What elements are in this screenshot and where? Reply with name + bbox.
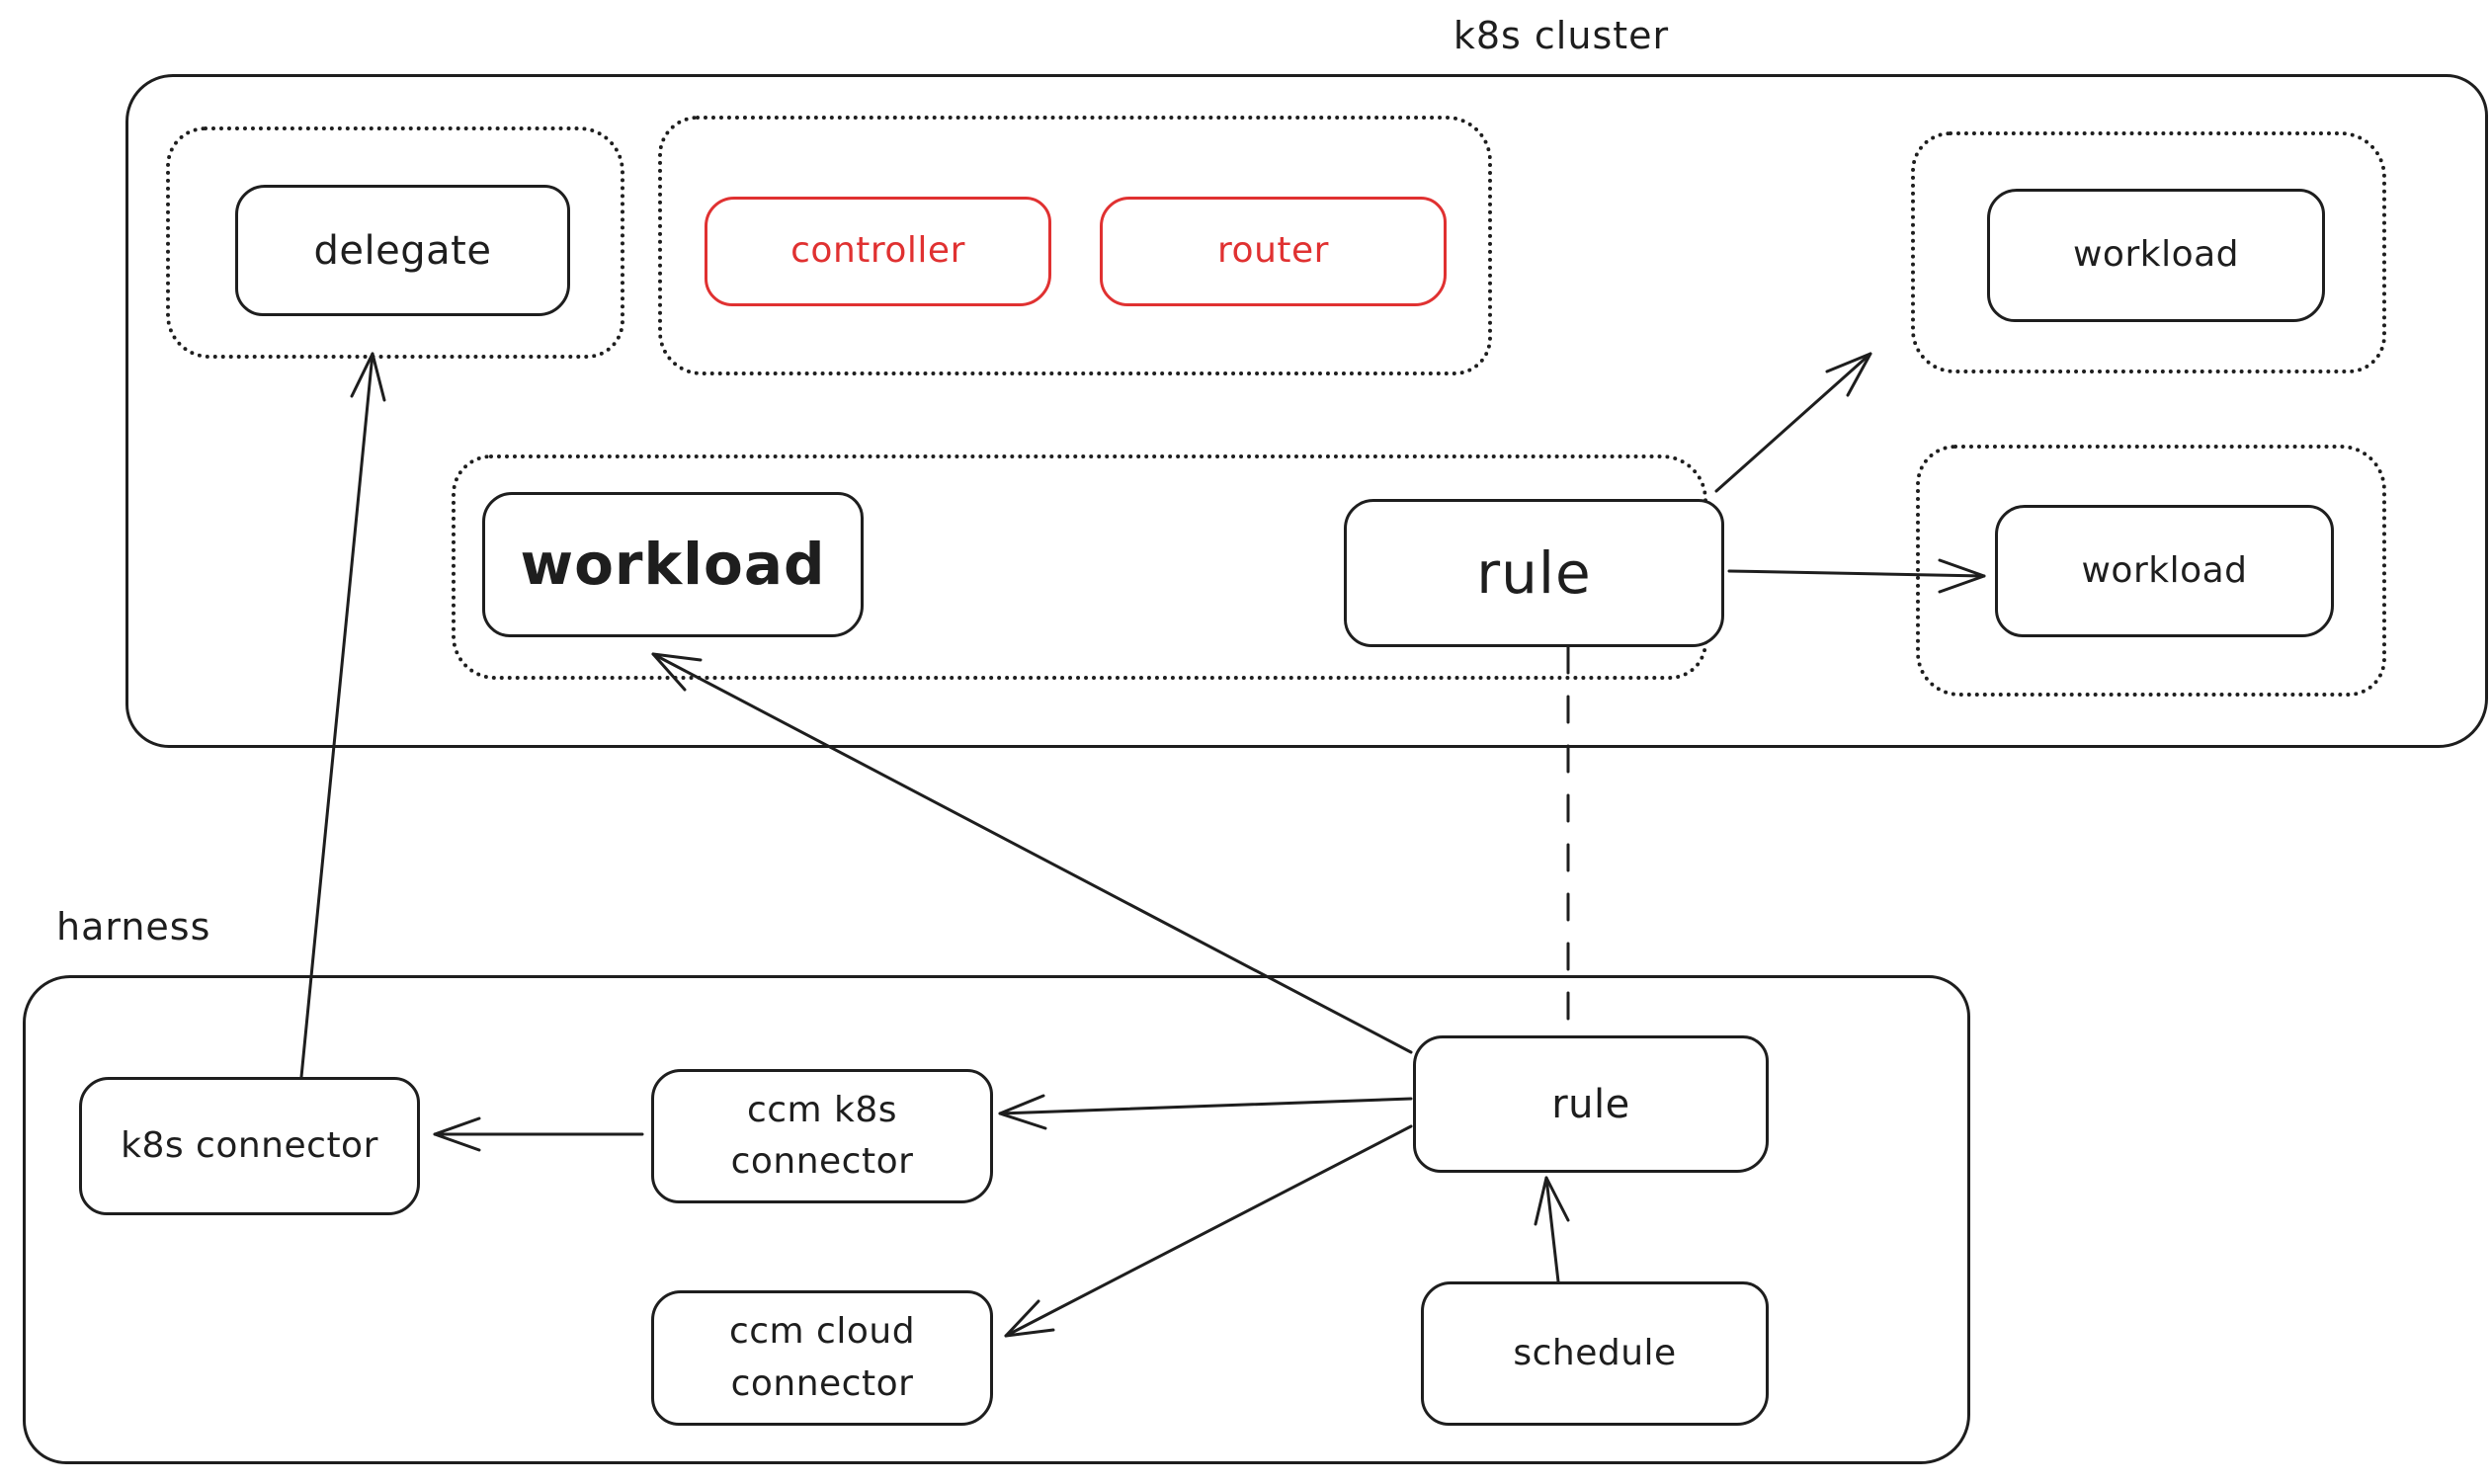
node-workload-top-right-label: workload <box>2072 234 2240 276</box>
node-workload-main: workload <box>482 492 864 637</box>
delegate-group <box>166 126 624 359</box>
node-k8s-connector-label: k8s connector <box>121 1124 378 1166</box>
harness-title: harness <box>56 905 211 948</box>
node-k8s-connector: k8s connector <box>79 1077 420 1215</box>
node-workload-right: workload <box>1995 505 2334 637</box>
node-rule-harness: rule <box>1413 1035 1769 1173</box>
node-schedule-label: schedule <box>1513 1332 1677 1373</box>
node-delegate: delegate <box>235 185 570 316</box>
node-ccm-cloud-connector: ccm cloud connector <box>651 1290 993 1426</box>
node-rule-main: rule <box>1344 499 1724 647</box>
node-rule-harness-label: rule <box>1551 1081 1630 1127</box>
workload-top-right-group <box>1911 131 2386 373</box>
node-workload-right-label: workload <box>2081 549 2248 591</box>
node-workload-main-label: workload <box>520 531 826 599</box>
node-controller: controller <box>705 197 1051 306</box>
node-schedule: schedule <box>1421 1281 1769 1426</box>
node-ccm-cloud-connector-label: ccm cloud connector <box>728 1311 916 1404</box>
node-rule-main-label: rule <box>1476 538 1592 607</box>
k8s-cluster-title: k8s cluster <box>1453 14 1670 57</box>
node-router: router <box>1100 197 1447 306</box>
node-delegate-label: delegate <box>313 227 492 274</box>
node-controller-label: controller <box>790 230 965 272</box>
node-ccm-k8s-connector: ccm k8s connector <box>651 1069 993 1203</box>
controller-router-group <box>658 116 1492 375</box>
node-ccm-k8s-connector-label: ccm k8s connector <box>730 1089 914 1182</box>
node-router-label: router <box>1217 230 1329 272</box>
node-workload-top-right: workload <box>1987 189 2325 322</box>
